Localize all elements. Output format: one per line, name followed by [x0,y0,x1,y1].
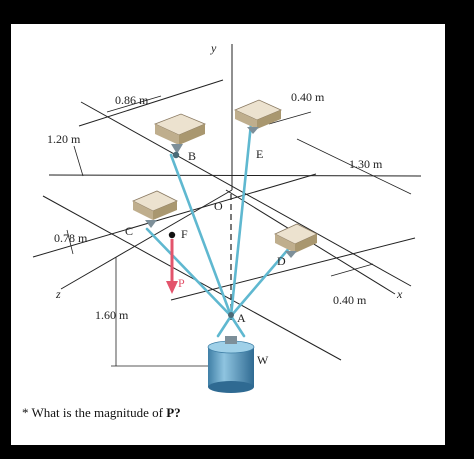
grid-line-back [80,101,412,287]
cable-A-W-right [229,314,246,338]
grid-line-right [170,237,416,301]
dimension-lines [66,95,412,367]
dim-086 [106,95,162,113]
support-pad-C [132,190,178,228]
support-pad-E [233,99,283,134]
axis-label-x: x [396,287,403,301]
problem-panel: 0.86 m 1.20 m 0.78 m 1.60 m 0.40 m 1.30 … [11,24,445,445]
point-label-O: O [214,199,223,213]
label-dim-120: 1.20 m [47,132,81,146]
dim-040-top [268,111,312,125]
point-label-A: A [237,311,246,325]
point-label-C: C [125,224,133,238]
label-dim-160: 1.60 m [95,308,129,322]
cable-AB [169,153,233,318]
cable-AC [145,227,233,318]
question-prefix: * What is the magnitude of [22,405,167,420]
point-label-W: W [257,353,269,367]
question-emphasis: P? [166,405,181,420]
point-label-B: B [188,149,196,163]
grid-line-left-back [78,79,224,127]
grid-line-top [48,174,422,177]
point-label-D: D [277,254,286,268]
joint-A [228,312,234,318]
cables [145,122,293,338]
force-P-arrowhead [166,281,178,294]
statics-diagram: 0.86 m 1.20 m 0.78 m 1.60 m 0.40 m 1.30 … [32,41,422,393]
z-axis-line [60,189,233,290]
label-dim-040-bottom: 0.40 m [333,293,367,307]
axis-label-z: z [55,287,61,301]
force-label-P: P [178,276,185,290]
axis-label-y: y [210,41,217,55]
support-pad-D [274,223,318,258]
question-text: * What is the magnitude of P? [22,405,181,421]
cable-A-W-left [216,314,233,338]
cable-AE [229,122,253,318]
point-label-F: F [181,227,188,241]
dim-120 [73,145,84,177]
label-dim-086: 0.86 m [115,93,149,107]
joint-B [172,151,180,159]
grid-line-left-front [32,173,317,258]
dim-040-bottom [330,263,374,277]
label-dim-040-top: 0.40 m [291,90,325,104]
point-label-E: E [256,147,263,161]
weight-cylinder [207,336,255,393]
dim-078 [66,229,74,255]
support-pad-B [153,113,207,154]
label-dim-130: 1.30 m [349,157,383,171]
point-F [168,231,176,239]
cable-AD [229,244,293,318]
label-dim-078: 0.78 m [54,231,88,245]
dim-130 [296,138,412,195]
ceiling-lines [32,44,422,361]
grid-line-front [42,195,342,361]
